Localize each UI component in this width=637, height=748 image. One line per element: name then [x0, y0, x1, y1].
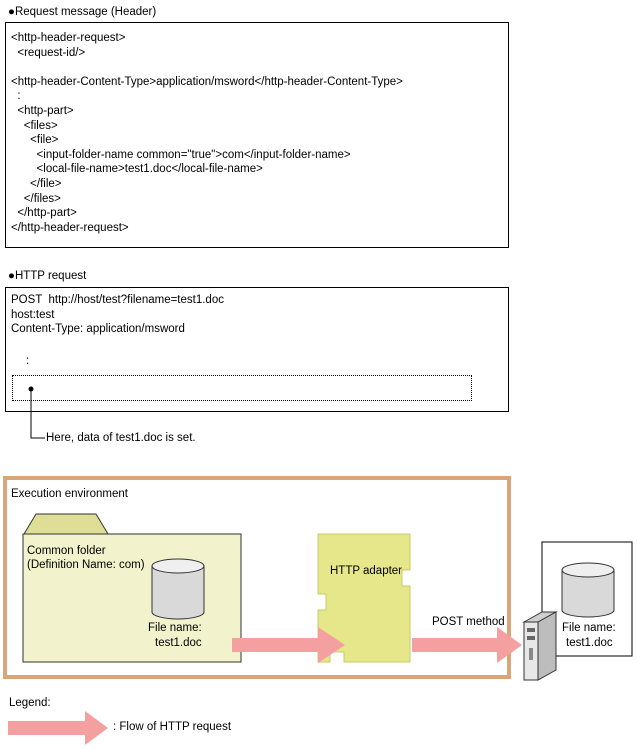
- folder-file-label-line1: File name:: [148, 622, 202, 634]
- code-line: <file>: [11, 134, 59, 147]
- code-line: </http-part>: [11, 207, 77, 220]
- callout-leader: [28, 386, 45, 439]
- server-file-label-line1: File name:: [562, 622, 616, 634]
- post-method-label: POST method: [432, 616, 505, 628]
- execution-environment-frame: [3, 476, 511, 679]
- http-adapter-shape: [317, 533, 411, 663]
- code-line: Content-Type: application/msword: [11, 323, 185, 336]
- body-data-area: [12, 375, 472, 401]
- request-message-box: <http-header-request> <request-id/> <http…: [5, 22, 509, 248]
- post-flow-arrow-icon: [412, 627, 522, 663]
- legend-title: Legend:: [9, 697, 51, 709]
- http-adapter-label: HTTP adapter: [330, 565, 403, 577]
- code-line: <request-id/>: [11, 46, 86, 59]
- flow-arrow-icon: [232, 627, 345, 663]
- folder-file-label-line2: test1.doc: [155, 637, 202, 649]
- http-request-ellipsis: :: [26, 355, 30, 367]
- request-message-heading: ●Request message (Header): [8, 6, 157, 18]
- folder-database-cylinder-icon: [151, 558, 205, 620]
- folder-label-line2: (Definition Name: com): [27, 559, 145, 571]
- code-line: <local-file-name>test1.doc</local-file-n…: [11, 163, 263, 176]
- http-request-box: POST http://host/test?filename=test1.doc…: [5, 287, 509, 412]
- folder-label-line1: Common folder: [27, 545, 106, 557]
- code-line: </http-header-request>: [11, 221, 129, 234]
- callout-text: Here, data of test1.doc is set.: [46, 432, 196, 444]
- execution-environment-title: Execution environment: [11, 488, 128, 500]
- code-line: </file>: [11, 178, 62, 190]
- code-line: host:test: [11, 308, 55, 321]
- server-database-cylinder-icon: [561, 562, 615, 618]
- server-file-label-line2: test1.doc: [566, 637, 613, 649]
- code-line: POST http://host/test?filename=test1.doc: [11, 294, 224, 306]
- common-folder-icon: [22, 513, 242, 663]
- server-terminal-icon: [522, 611, 558, 681]
- legend-flow-arrow-icon: [8, 711, 108, 745]
- http-request-heading: ●HTTP request: [8, 270, 87, 282]
- code-line: </files>: [11, 192, 61, 205]
- legend-flow-label: : Flow of HTTP request: [113, 721, 232, 733]
- code-line: :: [11, 90, 21, 103]
- code-line: <http-header-request>: [11, 32, 126, 44]
- code-line: <http-part>: [11, 105, 74, 117]
- code-line: <files>: [11, 119, 58, 132]
- code-line: <http-header-Content-Type>application/ms…: [11, 75, 403, 88]
- code-line: <input-folder-name common="true">com</in…: [11, 148, 351, 161]
